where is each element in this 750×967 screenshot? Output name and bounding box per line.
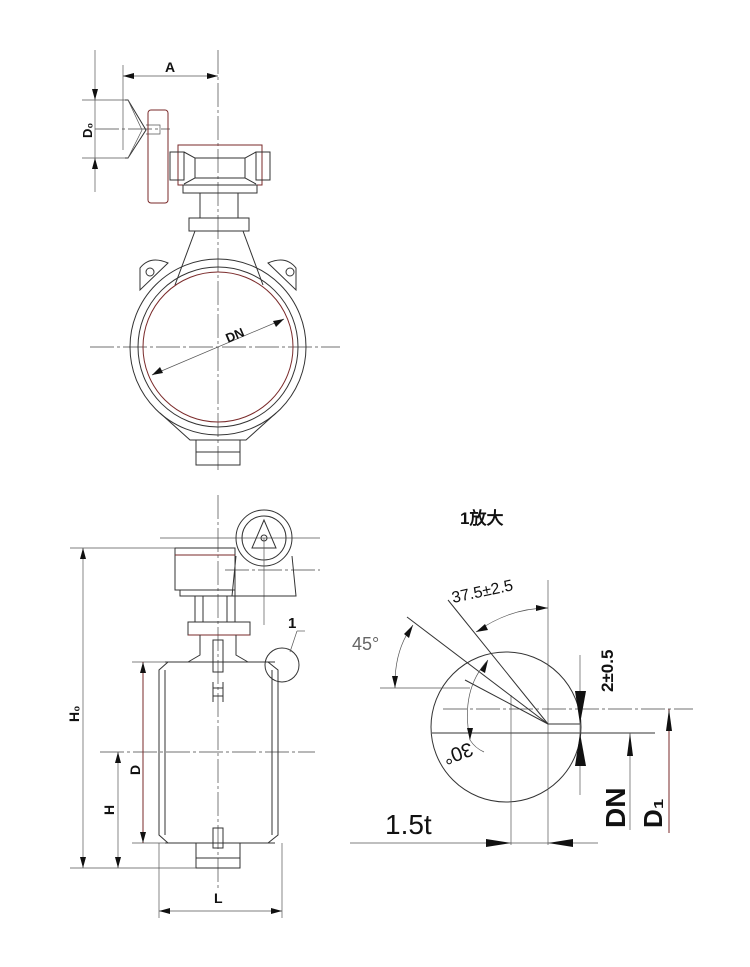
side-view: 1 H₀ H D L xyxy=(66,495,320,918)
dim-a-label: A xyxy=(165,59,175,75)
top-view: A D₀ xyxy=(80,50,340,470)
dim-d1-detail-label: D₁ xyxy=(638,798,668,828)
detail-view: 1放大 37.5±2.5 45° 30° 2±0.5 DN xyxy=(350,508,693,847)
angle-30-label: 30° xyxy=(440,737,476,768)
detail-title: 1放大 xyxy=(460,508,503,528)
bevel-angle-label: 37.5±2.5 xyxy=(450,577,514,607)
angle-45-label: 45° xyxy=(352,634,379,654)
land-label: 2±0.5 xyxy=(598,650,617,692)
offset-label: 1.5t xyxy=(385,809,432,840)
dim-d0-label: D₀ xyxy=(80,123,95,138)
callout-1-label: 1 xyxy=(288,615,296,632)
dim-h0-label: H₀ xyxy=(66,706,82,722)
dim-dn-detail-label: DN xyxy=(600,788,631,828)
dim-d-label: D xyxy=(127,765,143,775)
dim-h-label: H xyxy=(101,805,117,815)
dim-l-label: L xyxy=(214,890,223,906)
dim-dn-label: DN xyxy=(223,325,246,346)
